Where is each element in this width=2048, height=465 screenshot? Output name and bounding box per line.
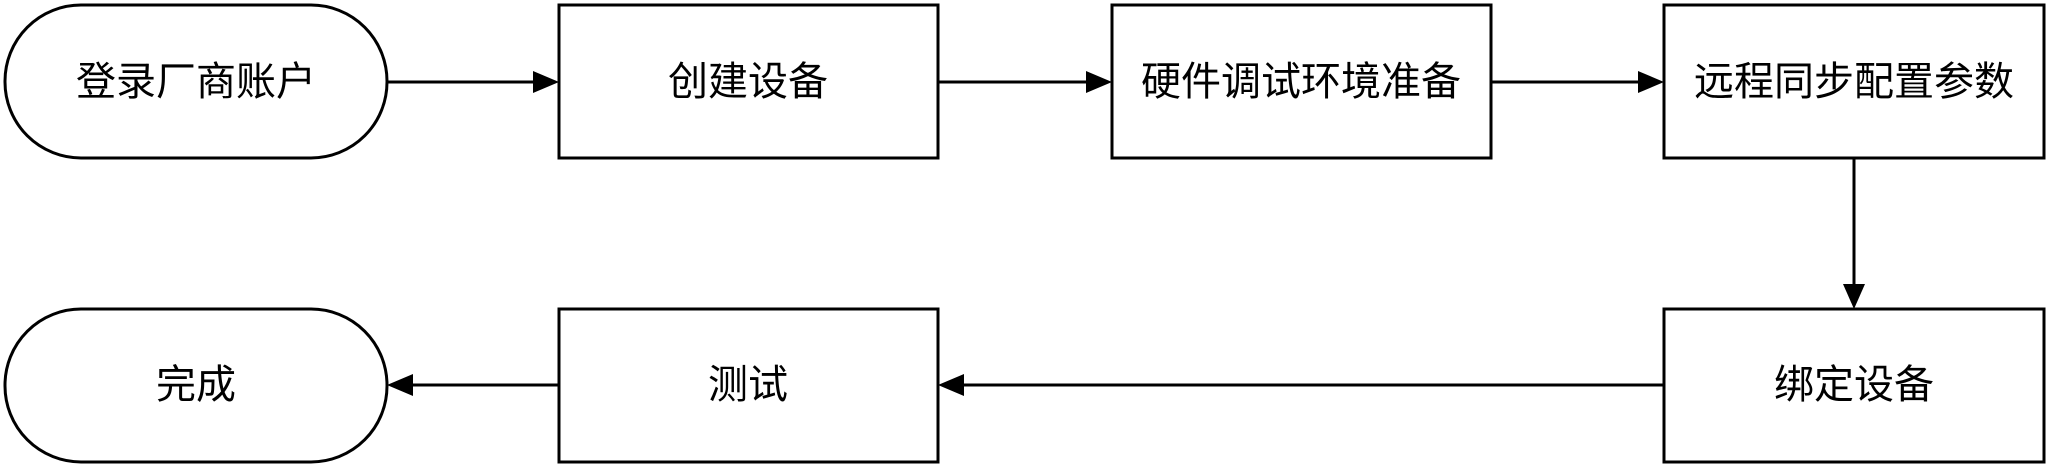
node-done: 完成 (3, 307, 389, 464)
connectors (387, 71, 1865, 396)
edge-hardware-to-remote (1491, 71, 1664, 93)
node-label: 测试 (708, 362, 788, 408)
edge-login-to-create (387, 71, 559, 93)
edge-create-to-hardware (938, 71, 1112, 93)
node-label: 完成 (156, 362, 236, 408)
terminal-shape (3, 307, 389, 464)
arrowhead-right (533, 71, 559, 93)
node-label: 远程同步配置参数 (1694, 59, 2014, 105)
edge-test-to-done (387, 374, 559, 396)
arrowhead-left (387, 374, 413, 396)
node-label: 硬件调试环境准备 (1141, 59, 1461, 105)
node-label: 创建设备 (668, 59, 828, 105)
arrowhead-right (1086, 71, 1112, 93)
process-shape (1662, 307, 2046, 464)
terminal-shape (3, 3, 389, 160)
node-hardware: 硬件调试环境准备 (1110, 3, 1493, 160)
node-remote: 远程同步配置参数 (1662, 3, 2046, 160)
process-shape (557, 307, 940, 464)
node-login: 登录厂商账户 (3, 3, 389, 160)
node-test: 测试 (557, 307, 940, 464)
process-shape (557, 3, 940, 160)
process-shape (1662, 3, 2046, 160)
arrowhead-right (1638, 71, 1664, 93)
node-label: 登录厂商账户 (76, 59, 316, 105)
arrowhead-down (1843, 284, 1865, 309)
arrowhead-left (938, 374, 964, 396)
edge-remote-to-bind (1843, 159, 1865, 309)
node-bind: 绑定设备 (1662, 307, 2046, 464)
edge-bind-to-test (938, 374, 1664, 396)
node-label: 绑定设备 (1774, 362, 1934, 408)
node-create: 创建设备 (557, 3, 940, 160)
process-shape (1110, 3, 1493, 160)
